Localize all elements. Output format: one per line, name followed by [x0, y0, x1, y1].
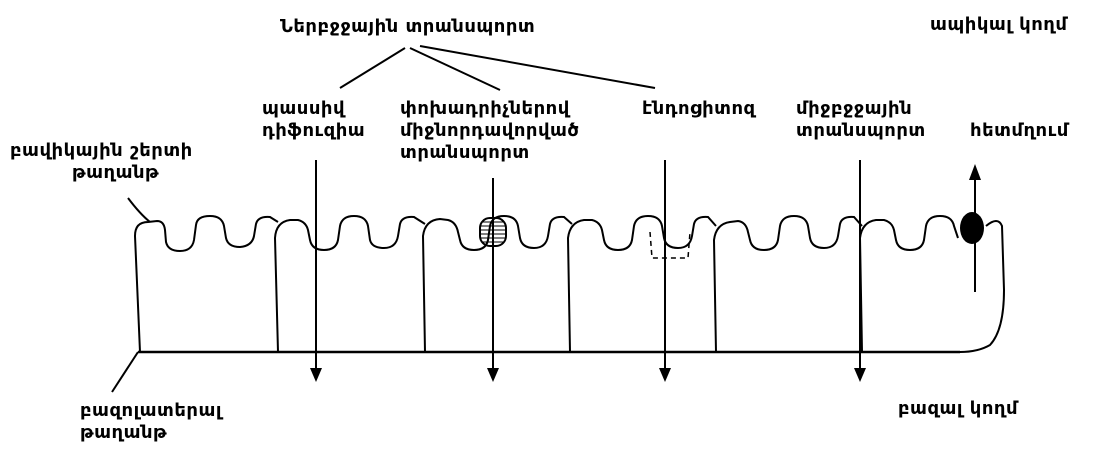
passive-diffusion-line-1: պասսիվ [262, 98, 346, 119]
endocytosis-label: էնդոցիտոզ [642, 98, 756, 119]
carrier-protein [479, 217, 507, 247]
basolateral-line-2: թաղանթ [80, 422, 168, 443]
title-line-passive [339, 47, 406, 89]
brush-border-pointer [127, 197, 151, 223]
brush-border-line-2: թաղանթ [72, 162, 160, 183]
apical-side-label: ապիկալ կողմ [930, 14, 1068, 35]
carrier-mediated-line-2: միջնորդավորված [400, 120, 580, 141]
endocytosis-arrowhead [659, 368, 671, 382]
epithelial-cell-5 [712, 214, 863, 353]
title-line-endocytosis [419, 45, 656, 89]
basolateral-label: բազոլատերալ թաղանթ [80, 400, 222, 444]
efflux-transporter [960, 212, 984, 244]
epithelial-cell-1 [133, 214, 279, 353]
passive-diffusion-arrowhead [310, 368, 322, 382]
paracellular-line-2: տրանսպորտ [796, 120, 926, 141]
paracellular-arrowhead [854, 368, 866, 382]
basolateral-line-1: բազոլատերալ [80, 400, 222, 421]
epithelial-cell-2 [273, 214, 426, 353]
brush-border-label: բավիկային շերտի թաղանթ [10, 140, 193, 184]
efflux-label: հետմղում [970, 120, 1069, 141]
paracellular-label: միջբջջային տրանսպորտ [796, 98, 926, 142]
brush-border-line-1: բավիկային շերտի [10, 140, 193, 161]
carrier-mediated-arrowhead [487, 368, 499, 382]
basal-side-label: բազալ կողմ [898, 398, 1019, 419]
endocytic-vesicle [649, 231, 691, 259]
epithelial-cell-4 [566, 214, 717, 353]
carrier-mediated-line-1: փոխադրիչներով [400, 98, 570, 119]
passive-diffusion-label: պասսիվ դիֆուզիա [262, 98, 365, 142]
epithelial-cell-6 [858, 214, 1006, 353]
carrier-mediated-line-3: տրանսպորտ [400, 142, 530, 163]
paracellular-line-1: միջբջջային [796, 98, 913, 119]
passive-diffusion-line-2: դիֆուզիա [262, 120, 366, 141]
carrier-mediated-label: փոխադրիչներով միջնորդավորված տրանսպորտ [400, 98, 579, 164]
intracellular-transport-title: Ներբջջային տրանսպորտ [280, 16, 536, 37]
efflux-arrowhead [969, 164, 981, 180]
title-line-carrier [409, 47, 501, 91]
basolateral-pointer [111, 351, 139, 393]
